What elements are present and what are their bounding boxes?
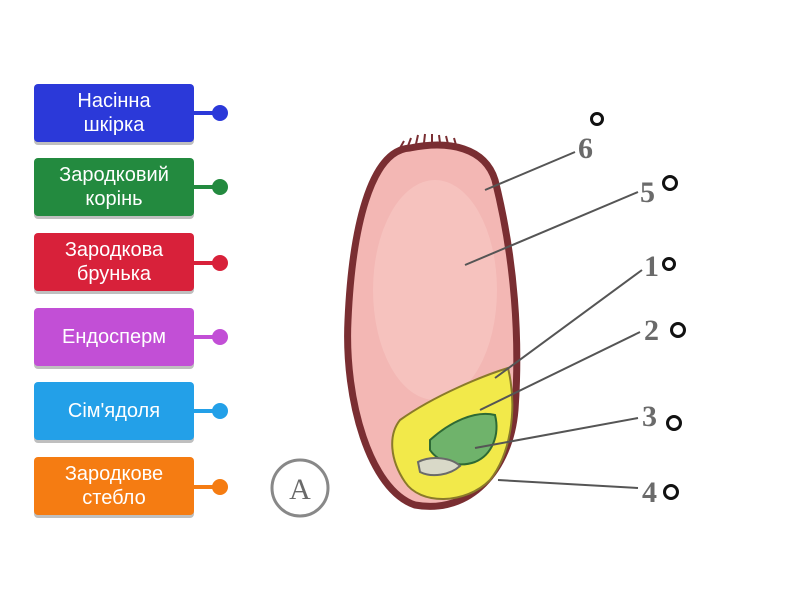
connector-line — [194, 409, 214, 413]
drag-handle-dot[interactable] — [212, 105, 228, 121]
label-seed-coat[interactable]: Насінна шкірка — [34, 84, 194, 142]
label-text: Зародковий корінь — [59, 164, 169, 210]
drag-handle-dot[interactable] — [212, 179, 228, 195]
seed-tip-hairs — [399, 133, 457, 149]
connector-line — [194, 485, 214, 489]
figure-letter-circle — [270, 458, 330, 518]
label-text: Зародкове стебло — [64, 463, 164, 509]
drag-handle-dot[interactable] — [212, 255, 228, 271]
label-embryonic-root[interactable]: Зародковий корінь — [34, 158, 194, 216]
number-label: 6 — [578, 132, 593, 165]
endosperm — [373, 180, 497, 400]
drop-target-1[interactable] — [662, 257, 676, 271]
label-text: Зародкова брунька — [64, 239, 164, 285]
label-text: Насінна шкірка — [77, 90, 151, 136]
drop-target-3[interactable] — [666, 415, 682, 431]
number-label: 2 — [644, 314, 659, 347]
drag-handle-dot[interactable] — [212, 329, 228, 345]
connector-line — [194, 185, 214, 189]
figure-letter: A — [289, 473, 311, 506]
seed-diagram: 6 5 1 2 3 4 A — [270, 132, 659, 518]
drop-target-4[interactable] — [663, 484, 679, 500]
connector-line — [194, 111, 214, 115]
label-cotyledon[interactable]: Сім'ядоля — [34, 382, 194, 440]
embryo-root — [416, 457, 462, 477]
drag-handle-dot[interactable] — [212, 403, 228, 419]
drop-target-6[interactable] — [590, 112, 604, 126]
leader-lines — [464, 151, 643, 489]
number-label: 5 — [640, 176, 655, 209]
drop-target-5[interactable] — [662, 175, 678, 191]
label-endosperm[interactable]: Ендосперм — [34, 308, 194, 366]
number-label: 4 — [642, 476, 657, 509]
label-embryonic-stem[interactable]: Зародкове стебло — [34, 457, 194, 515]
drag-handle-dot[interactable] — [212, 479, 228, 495]
label-text: Сім'ядоля — [67, 400, 161, 422]
label-text: Ендосперм — [61, 326, 166, 348]
label-embryonic-bud[interactable]: Зародкова брунька — [34, 233, 194, 291]
connector-line — [194, 335, 214, 339]
connector-line — [194, 261, 214, 265]
drop-target-2[interactable] — [670, 322, 686, 338]
number-label: 3 — [642, 400, 657, 433]
number-label: 1 — [644, 250, 659, 283]
